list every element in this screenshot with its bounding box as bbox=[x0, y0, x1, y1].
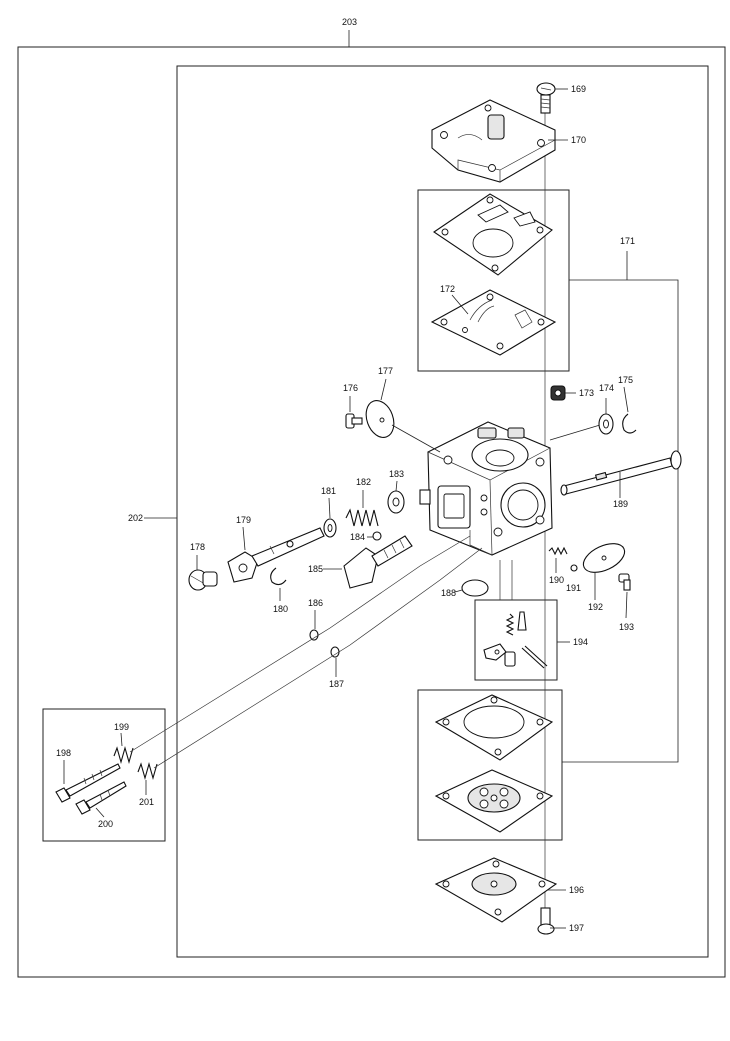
label-188: 188 bbox=[441, 588, 456, 598]
label-185: 185 bbox=[308, 564, 323, 574]
ball-191 bbox=[570, 564, 578, 572]
leader-171 bbox=[562, 279, 679, 763]
label-193: 193 bbox=[619, 622, 634, 632]
bottom-cover-196 bbox=[434, 857, 558, 923]
spring-201 bbox=[137, 761, 158, 781]
guide-line-a bbox=[129, 535, 471, 753]
spring-190 bbox=[548, 546, 568, 556]
ball-184 bbox=[372, 531, 382, 541]
label-198: 198 bbox=[56, 748, 71, 758]
screw-176 bbox=[345, 413, 363, 429]
leader-200 bbox=[95, 807, 105, 818]
spring-199 bbox=[113, 745, 134, 765]
choke-shaft-185 bbox=[343, 535, 413, 589]
o-ring-187 bbox=[330, 646, 340, 658]
label-172: 172 bbox=[440, 284, 455, 294]
nut-173 bbox=[550, 385, 566, 401]
label-170: 170 bbox=[571, 135, 586, 145]
outer-frame bbox=[17, 46, 726, 978]
label-202: 202 bbox=[128, 513, 143, 523]
o-ring-188 bbox=[461, 579, 489, 597]
label-174: 174 bbox=[599, 383, 614, 393]
leader-172 bbox=[451, 294, 469, 315]
leader-177 bbox=[380, 378, 387, 401]
label-186: 186 bbox=[308, 598, 323, 608]
adjust-screw-200 bbox=[75, 781, 127, 815]
carburetor-body bbox=[419, 421, 553, 556]
label-189: 189 bbox=[613, 499, 628, 509]
label-200: 200 bbox=[98, 819, 113, 829]
screw-169 bbox=[536, 82, 556, 114]
clip-180 bbox=[270, 567, 287, 586]
adjust-screw-box bbox=[42, 708, 166, 842]
label-187: 187 bbox=[329, 679, 344, 689]
diaphragm-bottom-b bbox=[434, 769, 554, 833]
label-175: 175 bbox=[618, 375, 633, 385]
disc-192 bbox=[582, 543, 626, 573]
needle-kit-box bbox=[474, 599, 558, 681]
leader-179 bbox=[242, 526, 246, 551]
label-171: 171 bbox=[620, 236, 635, 246]
guide-line-b bbox=[153, 547, 483, 769]
leader-183 bbox=[395, 480, 398, 492]
label-183: 183 bbox=[389, 469, 404, 479]
label-196: 196 bbox=[569, 885, 584, 895]
inner-frame bbox=[176, 65, 709, 958]
adjust-screw-198 bbox=[55, 763, 121, 803]
leader-193 bbox=[625, 591, 628, 619]
leader-body bbox=[549, 424, 601, 441]
label-191: 191 bbox=[566, 583, 581, 593]
leader-188 bbox=[454, 589, 463, 593]
label-181: 181 bbox=[321, 486, 336, 496]
gasket-171-top bbox=[433, 193, 553, 276]
screw-193 bbox=[618, 573, 631, 591]
gasket-kit-box-bottom bbox=[417, 689, 563, 841]
gasket-bottom-a bbox=[434, 694, 554, 761]
label-169: 169 bbox=[571, 84, 586, 94]
leader-181 bbox=[328, 497, 331, 519]
label-180: 180 bbox=[273, 604, 288, 614]
leader-199 bbox=[120, 732, 123, 747]
label-178: 178 bbox=[190, 542, 205, 552]
washer-181 bbox=[323, 518, 337, 538]
label-173: 173 bbox=[579, 388, 594, 398]
label-194: 194 bbox=[573, 637, 588, 647]
washer-183 bbox=[387, 490, 405, 514]
label-177: 177 bbox=[378, 366, 393, 376]
leader-177b bbox=[391, 424, 441, 453]
label-182: 182 bbox=[356, 477, 371, 487]
shaft-189 bbox=[560, 450, 682, 496]
spring-182 bbox=[345, 508, 379, 527]
washer-174 bbox=[598, 413, 614, 435]
label-203: 203 bbox=[342, 17, 357, 27]
label-184: 184 bbox=[350, 532, 365, 542]
needle-kit-194 bbox=[483, 611, 548, 669]
label-197: 197 bbox=[569, 923, 584, 933]
label-179: 179 bbox=[236, 515, 251, 525]
throttle-plate-177 bbox=[365, 400, 395, 438]
label-201: 201 bbox=[139, 797, 154, 807]
pump-cover-170 bbox=[431, 99, 556, 183]
gasket-kit-box-top bbox=[417, 189, 570, 372]
label-190: 190 bbox=[549, 575, 564, 585]
screw-197 bbox=[537, 907, 555, 935]
screw-178 bbox=[188, 569, 218, 591]
leader-175 bbox=[623, 386, 629, 413]
diaphragm-172 bbox=[430, 289, 557, 356]
o-ring-186 bbox=[309, 629, 319, 641]
throttle-shaft-179 bbox=[227, 527, 325, 583]
label-176: 176 bbox=[343, 383, 358, 393]
clip-175 bbox=[622, 413, 637, 434]
label-192: 192 bbox=[588, 602, 603, 612]
label-199: 199 bbox=[114, 722, 129, 732]
